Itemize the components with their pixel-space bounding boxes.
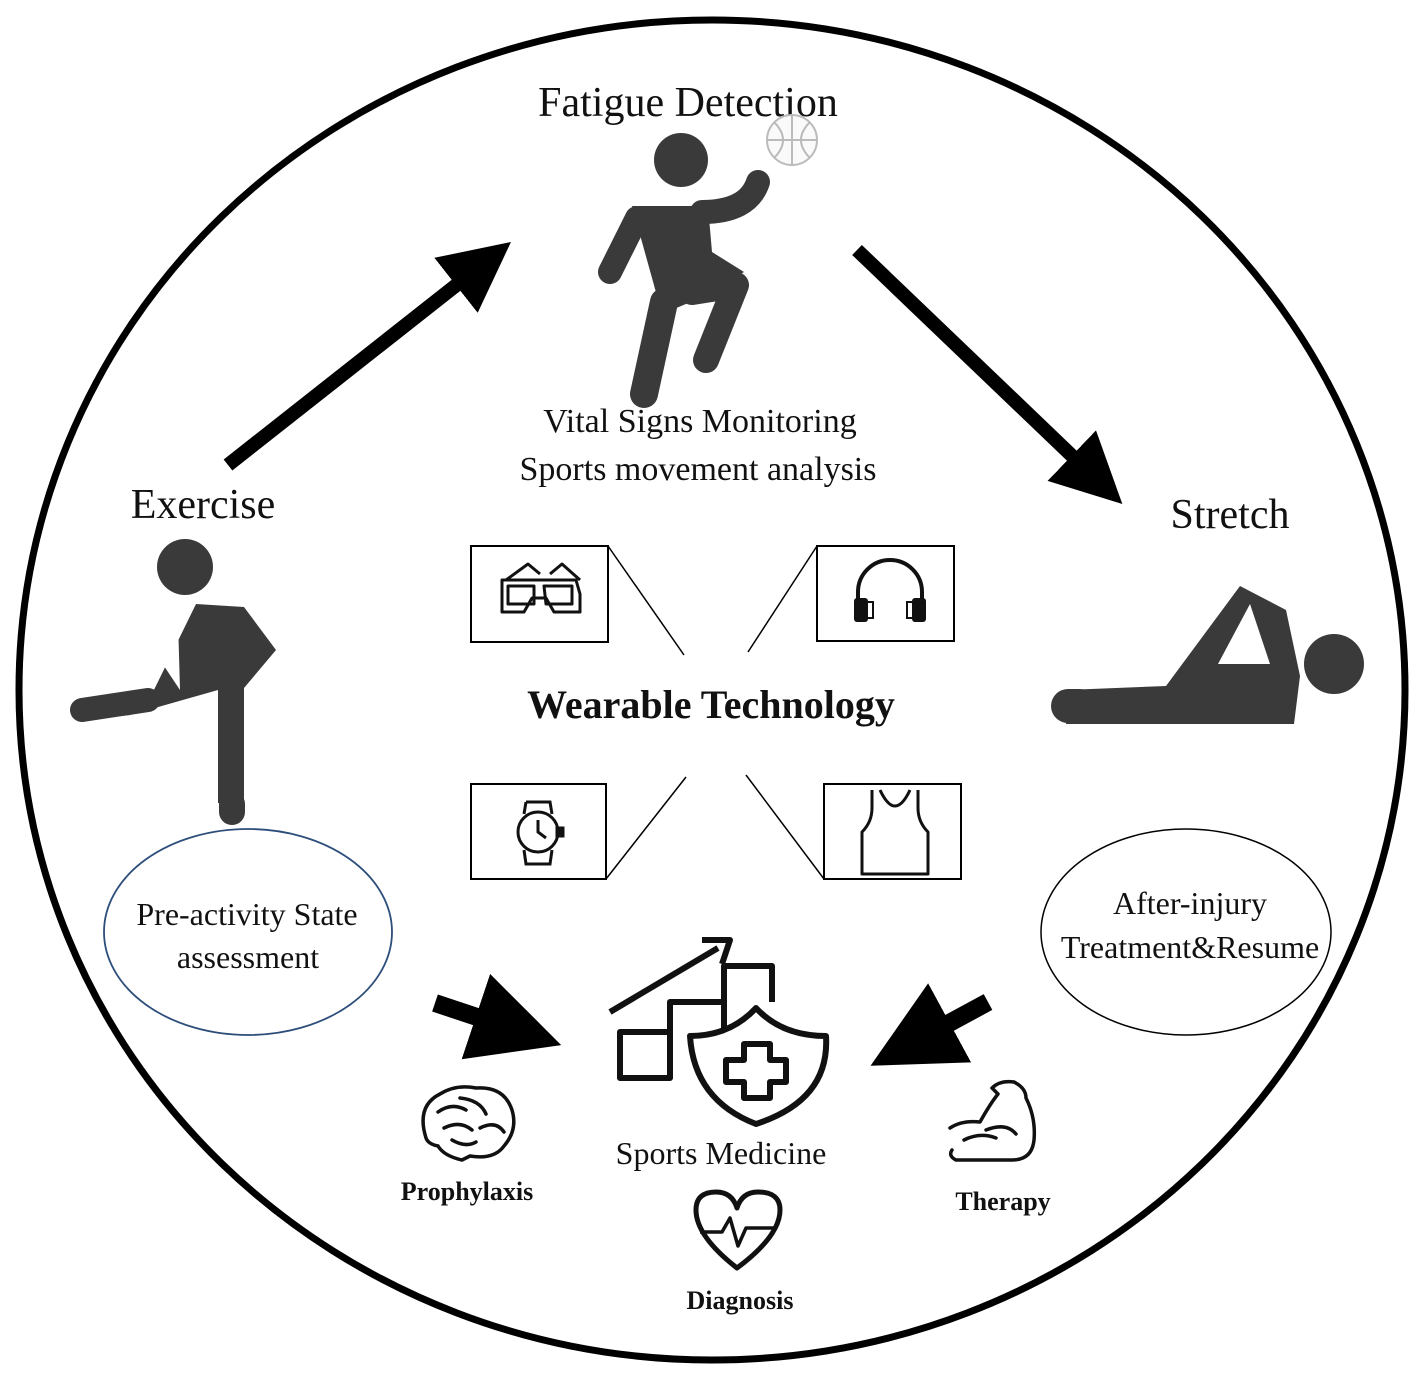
stretch-figure [1051, 586, 1364, 724]
arrow-pre-to-medicine [432, 973, 562, 1060]
connector-headphones [747, 545, 818, 653]
after-injury-ellipse [1040, 828, 1332, 1036]
chart-shield-cross-icon [608, 937, 830, 1127]
flexed-arm-icon [948, 1079, 1037, 1162]
movement-analysis-label: Sports movement analysis [520, 451, 877, 488]
outer-circle [15, 16, 1409, 1364]
arrow-after-to-medicine [870, 983, 993, 1066]
prophylaxis-label: Prophylaxis [401, 1177, 533, 1206]
3d-glasses-icon [500, 562, 582, 614]
pre-activity-label-line2: assessment [177, 939, 319, 975]
smartwatch-icon [516, 800, 565, 866]
exercise-figure [70, 539, 276, 825]
vital-signs-label: Vital Signs Monitoring [543, 403, 856, 440]
arrow-fatigue-to-stretch [852, 244, 1123, 505]
after-injury-label-line2: Treatment&Resume [1061, 929, 1319, 965]
therapy-label: Therapy [955, 1187, 1050, 1216]
diagnosis-label: Diagnosis [687, 1286, 794, 1315]
headphones-icon [854, 558, 926, 622]
wearable-technology-title: Wearable Technology [527, 682, 895, 727]
basketball-icon [766, 114, 818, 166]
vest-box [823, 783, 962, 880]
arrow-exercise-to-fatigue [223, 242, 511, 471]
pre-activity-ellipse [103, 828, 393, 1036]
heart-pulse-icon [693, 1189, 783, 1271]
glasses-box [470, 545, 609, 643]
pre-activity-label-line1: Pre-activity State [136, 896, 357, 932]
brain-icon [421, 1085, 516, 1162]
sports-medicine-label: Sports Medicine [616, 1135, 827, 1171]
tank-top-icon [860, 789, 930, 876]
connector-vest [745, 774, 825, 880]
after-injury-label-line1: After-injury [1113, 885, 1267, 921]
stretch-label: Stretch [1171, 492, 1290, 538]
exercise-label: Exercise [131, 482, 276, 528]
connector-watch [605, 776, 687, 880]
runner-figure [598, 133, 770, 408]
connector-glasses [607, 545, 685, 656]
